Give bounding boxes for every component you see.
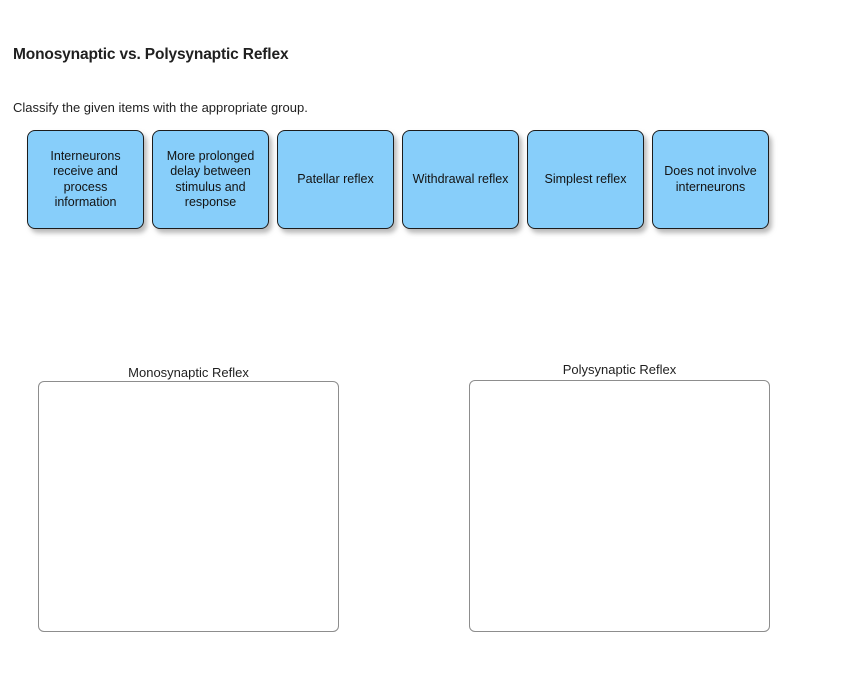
draggable-item[interactable]: Simplest reflex	[527, 130, 644, 229]
dropzone-monosynaptic[interactable]	[38, 381, 339, 632]
draggable-item-label: Simplest reflex	[544, 171, 627, 186]
page-title: Monosynaptic vs. Polysynaptic Reflex	[13, 46, 289, 63]
draggable-item-label: More prolonged delay between stimulus an…	[166, 148, 255, 210]
draggable-item[interactable]: Interneurons receive and process informa…	[27, 130, 144, 229]
draggable-item-label: Interneurons receive and process informa…	[50, 148, 121, 210]
draggable-item-label: Does not involve interneurons	[664, 164, 757, 194]
draggable-item-label: Patellar reflex	[297, 171, 374, 186]
draggable-item[interactable]: More prolonged delay between stimulus an…	[152, 130, 269, 229]
instruction-text: Classify the given items with the approp…	[13, 100, 308, 115]
draggable-item-label: Withdrawal reflex	[412, 171, 509, 186]
draggable-item[interactable]: Patellar reflex	[277, 130, 394, 229]
dropzone-label-monosynaptic: Monosynaptic Reflex	[128, 365, 249, 380]
dropzone-polysynaptic[interactable]	[469, 380, 770, 632]
draggable-item[interactable]: Does not involve interneurons	[652, 130, 769, 229]
dropzone-label-polysynaptic: Polysynaptic Reflex	[562, 362, 677, 377]
draggable-item[interactable]: Withdrawal reflex	[402, 130, 519, 229]
